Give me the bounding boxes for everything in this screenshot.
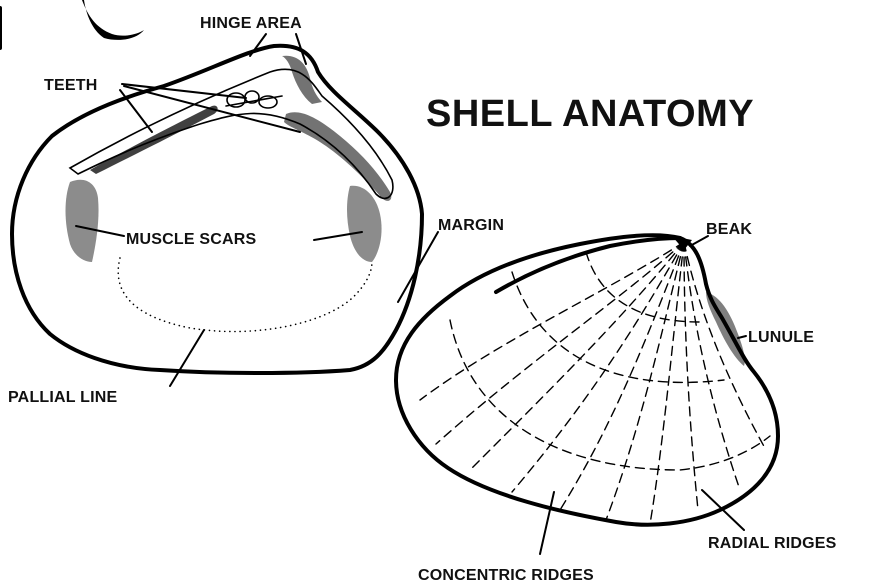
concentric-ridges-leader — [540, 492, 554, 554]
anterior-muscle-scar — [66, 180, 99, 262]
margin-leader — [398, 232, 438, 302]
left-lateral-tooth — [90, 106, 218, 174]
outer-shell-view — [396, 235, 778, 554]
hinge-plate-inner — [70, 69, 393, 198]
label-concentric-ridges: CONCENTRIC RIDGES — [418, 567, 594, 584]
label-margin: MARGIN — [438, 217, 504, 234]
pallial-line-leader — [170, 330, 204, 386]
label-muscle-scars: MUSCLE SCARS — [126, 231, 257, 248]
label-teeth: TEETH — [44, 77, 97, 94]
cardinal-teeth — [226, 91, 282, 108]
label-hinge-area: HINGE AREA — [200, 15, 302, 32]
posterior-muscle-scar — [347, 186, 382, 262]
label-lunule: LUNULE — [748, 329, 814, 346]
label-radial-ridges: RADIAL RIDGES — [708, 535, 837, 552]
dorsal-edge — [496, 238, 680, 292]
radial-ridges-leader — [702, 490, 744, 530]
cropped-foot-figure — [0, 0, 144, 48]
hinge-area-leader — [250, 34, 266, 56]
lunule-area — [706, 292, 745, 366]
label-pallial-line: PALLIAL LINE — [8, 389, 117, 406]
diagram-title: SHELL ANATOMY — [426, 93, 754, 135]
right-lateral-tooth — [284, 112, 391, 201]
label-beak: BEAK — [706, 221, 752, 238]
lunule-leader — [738, 336, 746, 338]
pallial-line — [118, 258, 372, 332]
